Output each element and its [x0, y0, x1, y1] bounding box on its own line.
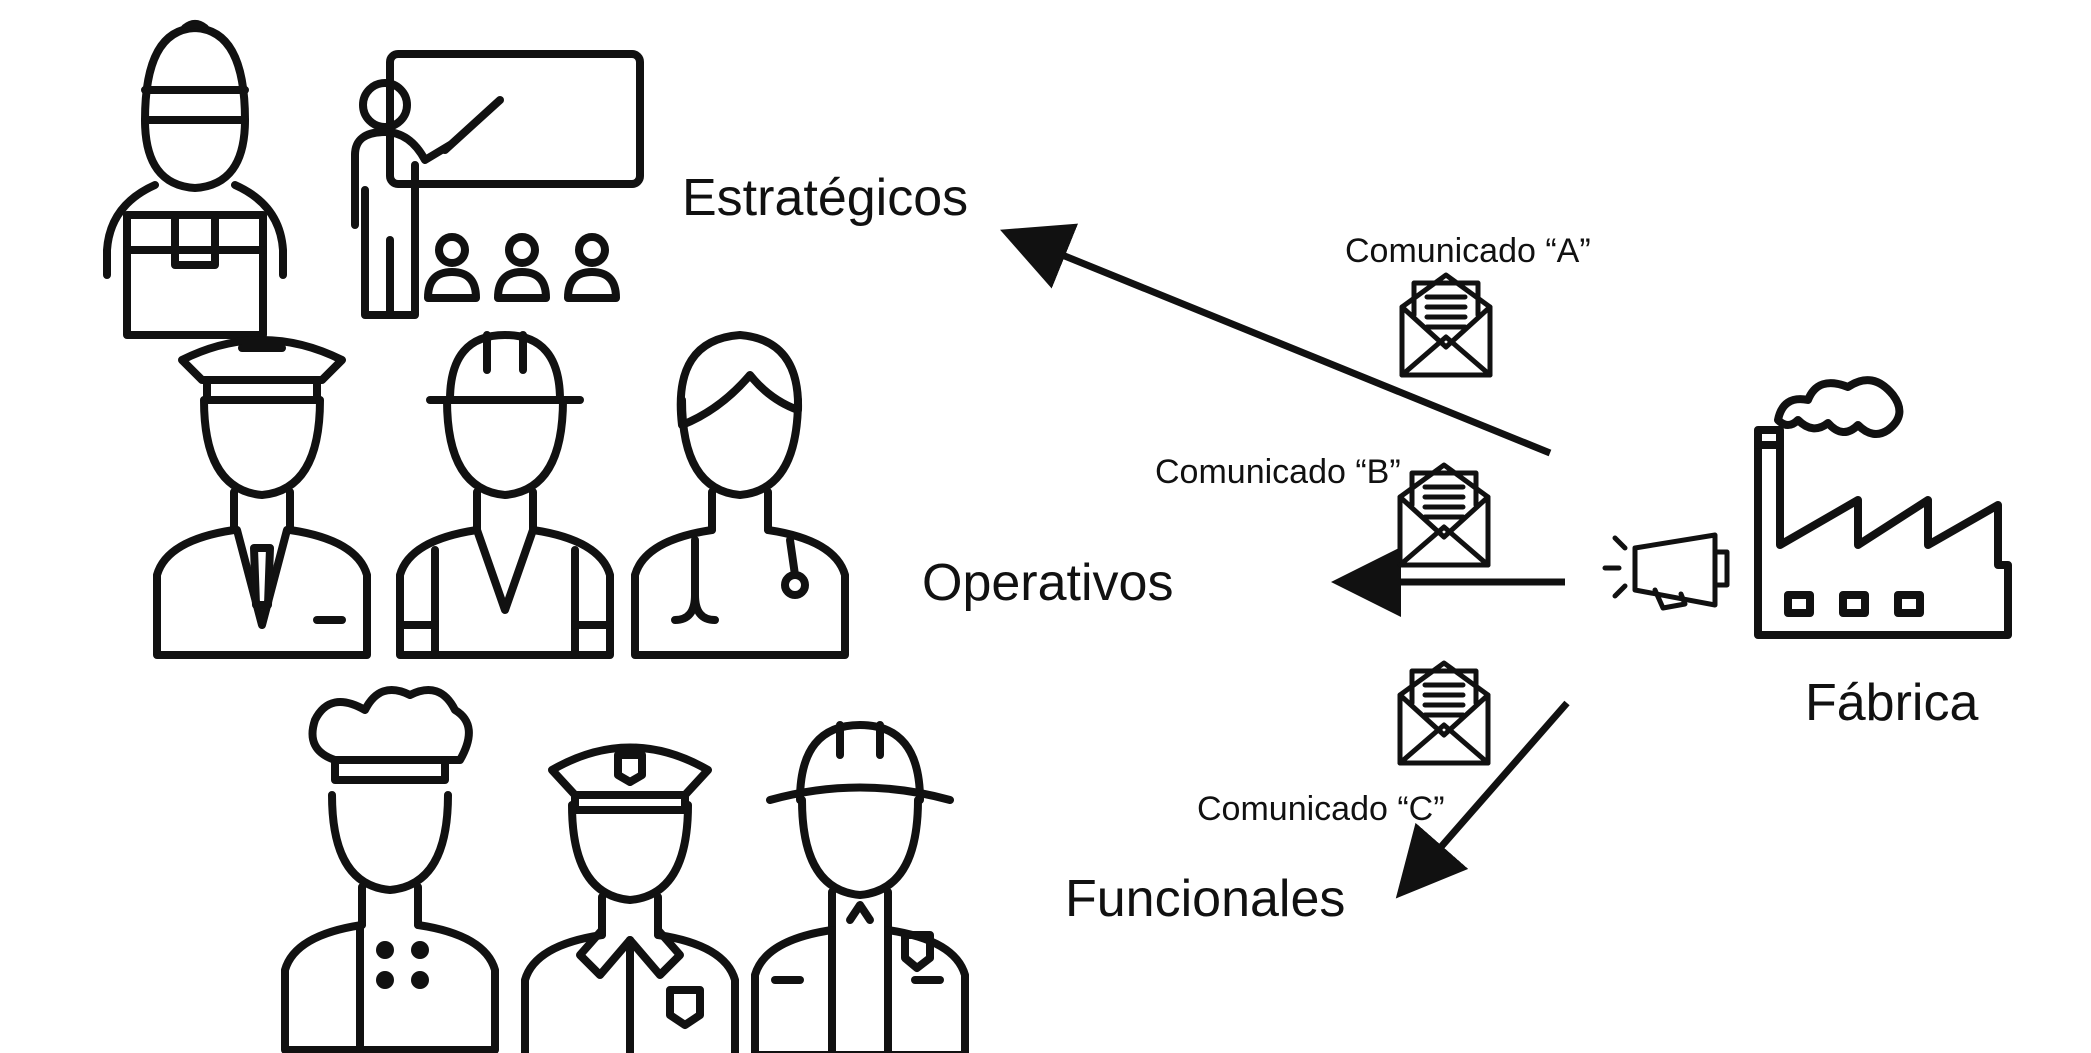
group-label-operative: Operativos [922, 554, 1173, 612]
delivery-person-icon [103, 20, 287, 339]
factory-icon [1754, 376, 2012, 639]
envelope-icon [1400, 465, 1488, 565]
source-label: Fábrica [1805, 674, 1978, 732]
teacher-icon [351, 50, 644, 319]
message-label-c: Comunicado “C” [1197, 790, 1445, 828]
group-label-strategic: Estratégicos [682, 169, 968, 227]
message-label-a: Comunicado “A” [1345, 232, 1591, 270]
group-label-functional: Funcionales [1065, 870, 1345, 928]
firefighter-icon [755, 721, 965, 1053]
envelope-icon [1400, 663, 1488, 763]
arrow-to-functional [1395, 700, 1570, 899]
arrow-to-strategic [1000, 223, 1552, 457]
envelope-icon [1402, 275, 1490, 375]
doctor-icon [635, 331, 845, 655]
pilot-icon [157, 336, 367, 655]
chef-icon [285, 686, 495, 1053]
police-officer-icon [525, 743, 735, 1053]
message-label-b: Comunicado “B” [1155, 453, 1401, 491]
megaphone-icon [1602, 532, 1730, 611]
construction-worker-icon [396, 331, 614, 659]
